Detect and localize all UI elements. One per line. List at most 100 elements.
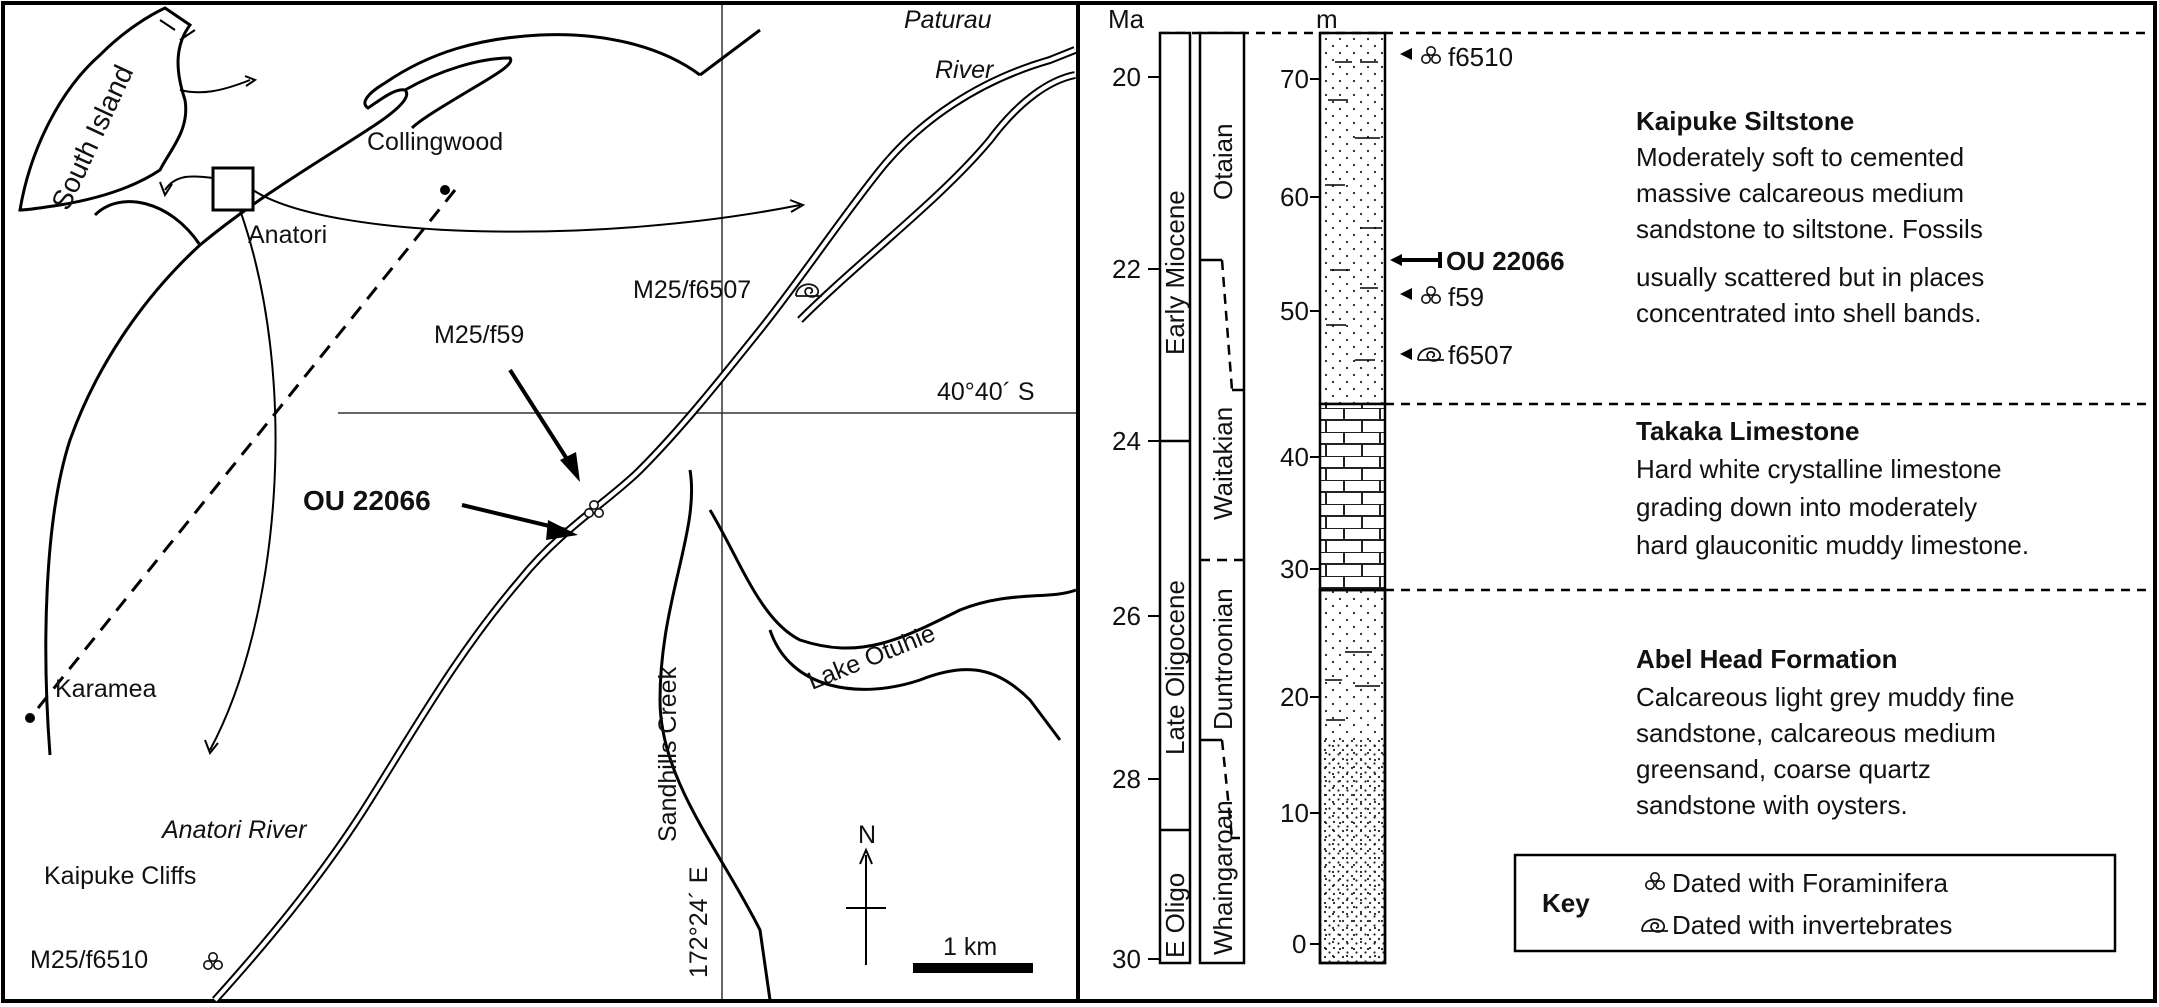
key-invertebrates: Dated with invertebrates	[1672, 910, 1952, 940]
foraminifera-icon	[203, 951, 223, 971]
ou22066-map-label: OU 22066	[303, 485, 431, 516]
formation-line: sandstone to siltstone. Fossils	[1636, 214, 1983, 244]
lake-otuhie-label: Lake Otuhie	[804, 619, 939, 695]
shell-icon	[1417, 347, 1445, 362]
otaian-label: Otaian	[1208, 123, 1238, 200]
m25-f59-arrow	[508, 368, 576, 472]
height-tick-70: 70	[1280, 64, 1309, 94]
karamea-label: Karamea	[55, 675, 157, 703]
formation-takaka: Takaka Limestone Hard white crystalline …	[1636, 416, 2029, 560]
inset-arrow-4	[209, 209, 277, 751]
kaipuke-siltstone-unit	[1318, 31, 1387, 406]
formation-line: grading down into moderately	[1636, 492, 1977, 522]
coastline-south	[93, 200, 202, 246]
north-coast	[699, 28, 761, 77]
f6510-label: f6510	[1448, 42, 1513, 72]
formation-abel-head: Abel Head Formation Calcareous light gre…	[1636, 644, 2015, 820]
paturau-label-2: River	[935, 56, 995, 84]
anatori-river	[212, 46, 1077, 1003]
formation-line: massive calcareous medium	[1636, 178, 1964, 208]
height-tick-30: 30	[1280, 554, 1309, 584]
lake-otuhie-shore	[708, 509, 1077, 650]
legend-key: Key Dated with Foraminifera Dated with i…	[1513, 853, 2117, 953]
latitude-label: 40°40´ S	[937, 378, 1035, 406]
coastline	[44, 33, 701, 756]
key-foraminifera: Dated with Foraminifera	[1672, 868, 1949, 898]
age-tick-30: 30	[1112, 944, 1141, 974]
f6507-label: f6507	[1448, 340, 1513, 370]
foraminifera-icon	[1421, 285, 1441, 305]
anatori-river-label: Anatori River	[160, 816, 308, 844]
transect-line	[28, 189, 457, 719]
spit	[404, 56, 513, 130]
formation-kaipuke: Kaipuke Siltstone Moderately soft to cem…	[1636, 106, 1984, 328]
e-oligo-label: E Oligo	[1160, 873, 1190, 958]
inset-arrow-3	[252, 189, 801, 233]
age-tick-26: 26	[1112, 601, 1141, 631]
height-tick-50: 50	[1280, 296, 1309, 326]
height-tick-10: 10	[1280, 798, 1309, 828]
north-arrow: N	[846, 821, 886, 965]
duntroonian-label: Duntroonian	[1208, 588, 1238, 730]
south-island-inset: South Island	[18, 6, 196, 215]
height-axis-title: m	[1316, 4, 1338, 34]
formation-line: sandstone with oysters.	[1636, 790, 1908, 820]
height-ticks: 70 60 50 40 30 20 10 0	[1280, 64, 1320, 959]
formation-line: Moderately soft to cemented	[1636, 142, 1964, 172]
inset-arrow-2	[164, 175, 214, 191]
collingwood-label: Collingwood	[367, 128, 503, 156]
age-axis-title: Ma	[1108, 4, 1145, 34]
age-tick-22: 22	[1112, 254, 1141, 284]
collingwood-dot	[440, 185, 450, 195]
south-island-label: South Island	[45, 60, 139, 214]
formation-name: Takaka Limestone	[1636, 416, 1860, 446]
foraminifera-icon	[1421, 45, 1441, 65]
map-frame	[1, 1, 1080, 1003]
scale-bar: 1 km	[913, 933, 1033, 973]
map-panel: South Island Collingwood	[1, 1, 1080, 1003]
inset-box	[211, 166, 255, 212]
formation-name: Abel Head Formation	[1636, 644, 1897, 674]
anatori-label: Anatori	[248, 221, 327, 249]
paturau-river	[797, 71, 1076, 323]
formation-line: greensand, coarse quartz	[1636, 754, 1931, 784]
lithology-column	[1318, 31, 1387, 965]
ou22066-column-label: OU 22066	[1446, 246, 1565, 276]
kaipuke-cliffs-label: Kaipuke Cliffs	[44, 862, 196, 890]
paturau-label-1: Paturau	[904, 6, 992, 34]
m25-f6510-label: M25/f6510	[30, 946, 148, 974]
inset-arrow-1	[179, 79, 251, 94]
f59-label: f59	[1448, 282, 1484, 312]
m25-f59-label: M25/f59	[434, 321, 524, 349]
column-panel: Ma m 20 22 24 26 28 30 Early Miocene Lat…	[1076, 1, 2157, 1003]
waitakian-label: Waitakian	[1208, 407, 1238, 520]
stage-column: Otaian Waitakian Duntroonian Whaingaroan	[1198, 31, 1246, 965]
sandhills-creek	[658, 469, 772, 1001]
age-tick-24: 24	[1112, 426, 1141, 456]
epoch-column: Early Miocene Late Oligocene E Oligo	[1158, 31, 1192, 965]
age-tick-28: 28	[1112, 764, 1141, 794]
whaingaroan-label: Whaingaroan	[1208, 800, 1238, 955]
north-label: N	[858, 821, 876, 849]
age-ticks: 20 22 24 26 28 30	[1112, 62, 1160, 974]
takaka-limestone-unit	[1318, 402, 1387, 592]
early-miocene-label: Early Miocene	[1160, 190, 1190, 355]
age-tick-20: 20	[1112, 62, 1141, 92]
shell-icon	[795, 283, 823, 298]
height-tick-60: 60	[1280, 182, 1309, 212]
height-tick-40: 40	[1280, 442, 1309, 472]
formation-line: sandstone, calcareous medium	[1636, 718, 1996, 748]
late-oligocene-label: Late Oligocene	[1160, 580, 1190, 755]
sandhills-creek-label: Sandhills Creek	[654, 666, 682, 842]
formation-name: Kaipuke Siltstone	[1636, 106, 1854, 136]
formation-line: hard glauconitic muddy limestone.	[1636, 530, 2029, 560]
longitude-label: 172°24´ E	[685, 867, 713, 978]
formation-line: usually scattered but in places	[1636, 262, 1984, 292]
column-frame	[1076, 1, 2157, 1003]
key-title: Key	[1542, 888, 1590, 918]
formation-line: concentrated into shell bands.	[1636, 298, 1981, 328]
formation-line: Calcareous light grey muddy fine	[1636, 682, 2015, 712]
height-tick-0: 0	[1292, 929, 1306, 959]
scale-label: 1 km	[943, 933, 997, 961]
